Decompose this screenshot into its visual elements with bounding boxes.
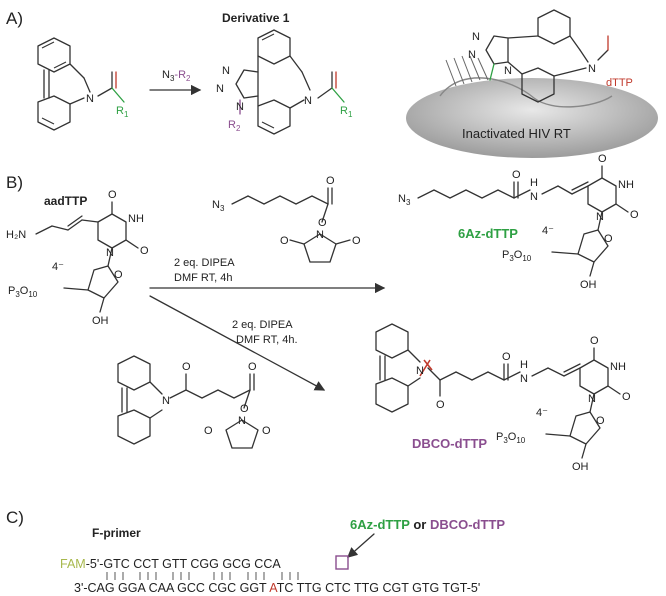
azido-o-top: O [326,175,335,187]
conditions2-line1: 2 eq. DIPEA [232,319,293,331]
aadttp-charge: 4⁻ [52,261,64,273]
p2-oh: OH [572,461,589,473]
rt-protein-label: Inactivated HIV RT [462,126,571,141]
p1-charge: 4⁻ [542,225,554,237]
nhs2-n: N [238,415,246,427]
dbco-structure-a [37,37,125,131]
incorporation-arrow [347,533,375,558]
reagent-label: N3-R2 [162,69,191,83]
triazole-structure [235,29,345,135]
triazole-n2: N [216,83,224,95]
aadttp-nh: NH [128,213,144,225]
p1-n-ring: N [596,211,604,223]
product1-structure [417,165,629,277]
rt-n2: N [468,49,476,61]
dbco-nhs-n: N [162,395,170,407]
panel-b-label: B) [6,173,23,192]
top-strand: FAM-5'-GTC CCT GTT CGG GCG CCA [60,557,281,571]
azido-o-link: O [318,217,327,229]
r1-label-a: R1 [116,105,129,119]
p2-o-right: O [622,391,631,403]
azido-nhs-structure [231,187,351,263]
dbco-nhs-structure [117,355,259,449]
incorporation-site-box [335,555,349,570]
aadttp-structure [35,201,139,313]
p1-p3o10: P3O10 [502,249,532,263]
triazole-n1: N [222,65,230,77]
aadttp-h2n: H₂N [6,229,26,241]
p2-p3o10: P3O10 [496,431,526,445]
p2-h: H [520,359,528,371]
reaction-arrow-b2 [149,295,326,391]
product1-label: 6Az-dTTP [458,226,518,241]
rt-n-amide: N [588,63,596,75]
p1-n3: N3 [398,193,411,207]
p2-o1: O [436,399,445,411]
p1-o-ring: O [604,233,613,245]
p2-charge: 4⁻ [536,407,548,419]
dbco-nhs-o-link: O [240,403,249,415]
r2-label-a: R2 [228,119,241,133]
conditions1-line1: 2 eq. DIPEA [174,257,235,269]
triazole-n3: N [236,101,244,113]
conditions2-line2: DMF RT, 4h. [236,334,298,346]
nhs2-o-right: O [262,425,271,437]
aadttp-o-right: O [140,245,149,257]
dbco-nhs-o1: O [182,361,191,373]
bottom-strand: 3'-CAG GGA CAA GCC CGC GGT ATC TTG CTC T… [74,581,480,595]
p2-n: N [416,365,424,377]
p1-h: H [530,177,538,189]
p2-nh: NH [610,361,626,373]
aadttp-o-top: O [108,189,117,201]
rt-n1: N [472,31,480,43]
p2-n-amide: N [520,373,528,385]
aadttp-o-ring: O [114,269,123,281]
aadttp-n: N [106,247,114,259]
p1-oh: OH [580,279,597,291]
nhs2-o-left: O [204,425,213,437]
conditions1-line2: DMF RT, 4h [174,272,232,284]
product2-structure [375,323,621,459]
p1-o-amide: O [512,169,521,181]
p2-o-top: O [590,335,599,347]
f-primer-label: F-primer [92,526,141,540]
nhs1-n: N [316,229,324,241]
p2-o2: O [502,351,511,363]
nhs1-o-left: O [280,235,289,247]
aadttp-oh: OH [92,315,109,327]
p1-o-top: O [598,153,607,165]
incorporation-choice: 6Az-dTTP or DBCO-dTTP [350,517,505,532]
derivative-title: Derivative 1 [222,11,290,25]
base-pair-ticks [106,572,299,580]
dbco-nhs-o2: O [248,361,257,373]
n-atom-a2: N [304,95,312,107]
rt-dttp-tag: dTTP [606,77,633,89]
p2-n-ring: N [588,393,596,405]
p2-o-ring: O [596,415,605,427]
nhs1-o-right: O [352,235,361,247]
panel-a-label: A) [6,9,23,28]
p1-n: N [530,191,538,203]
aadttp-label: aadTTP [44,194,87,208]
r1-label-a2: R1 [340,105,353,119]
p1-o-right: O [630,209,639,221]
panel-c-label: C) [6,508,24,527]
n-atom-a1: N [86,93,94,105]
rt-n3: N [504,65,512,77]
p1-nh: NH [618,179,634,191]
product2-label: DBCO-dTTP [412,436,487,451]
azido-n3: N3 [212,199,225,213]
hiv-rt-illustration [406,9,658,158]
aadttp-p3o10: P3O10 [8,285,38,299]
